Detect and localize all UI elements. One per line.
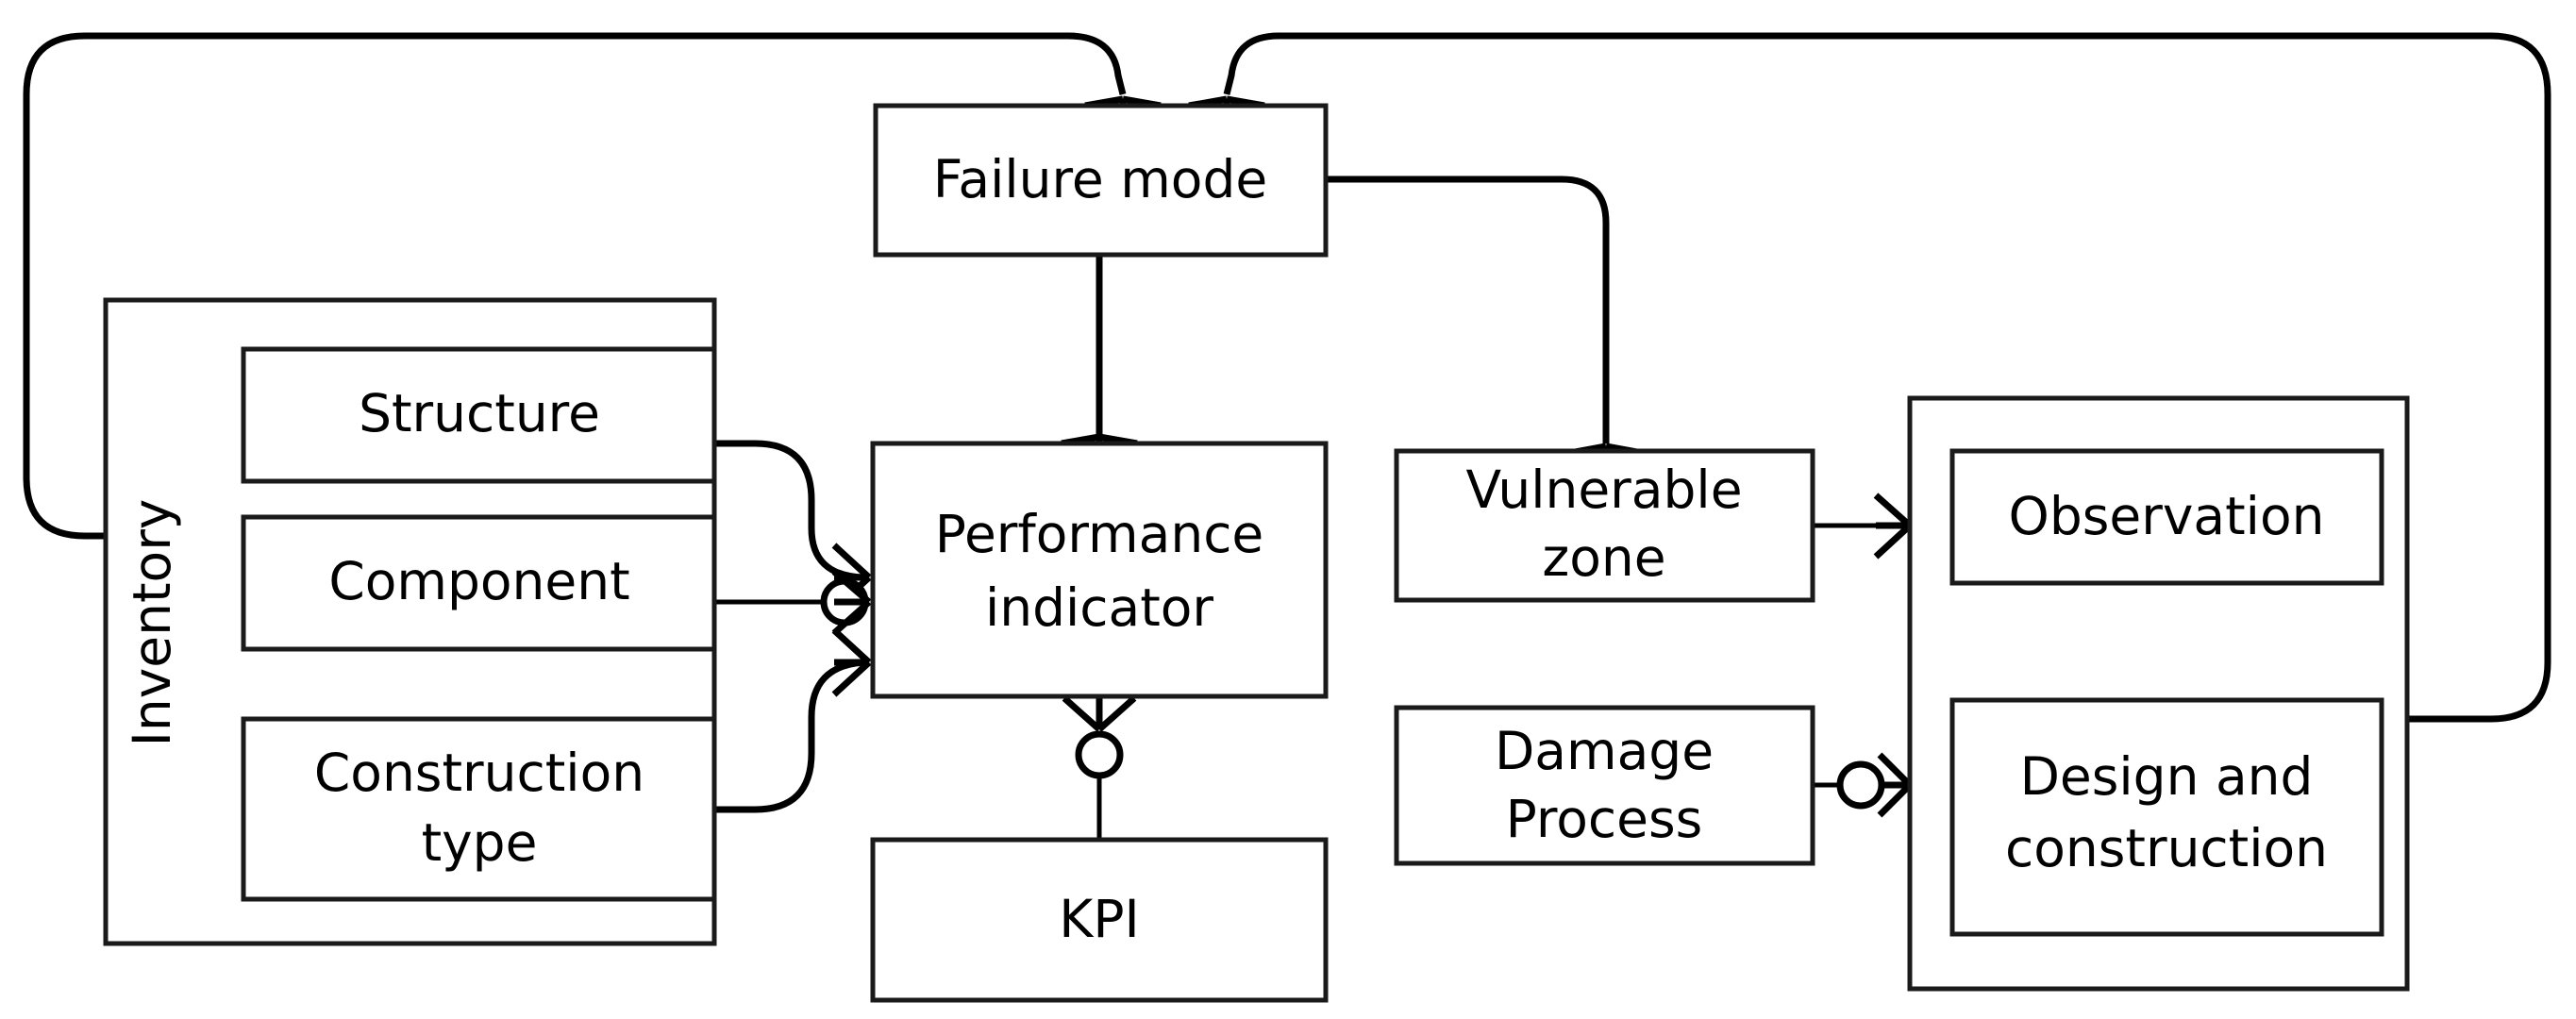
optionality-circle <box>1836 760 1885 810</box>
entity-observation-label: Observation <box>2009 486 2325 546</box>
link-observation-to-vulnerable-zone <box>1813 493 1913 560</box>
group-right <box>1907 395 2410 992</box>
entity-design-and-construction-label-line1: Design and <box>2020 746 2314 807</box>
entity-component-label: Component <box>328 551 629 611</box>
entity-construction-type-label-line2: type <box>422 812 538 873</box>
entity-structure-label: Structure <box>359 383 600 443</box>
entity-kpi-label: KPI <box>1059 889 1139 949</box>
entity-construction-type[interactable]: Construction type <box>241 716 717 902</box>
entity-vulnerable-zone[interactable]: Vulnerable zone <box>1394 448 1815 603</box>
entity-observation[interactable]: Observation <box>1949 448 2384 586</box>
group-inventory-label: Inventory <box>122 499 182 747</box>
link-component-to-performance-indicator <box>714 569 872 636</box>
optionality-circle <box>1075 730 1124 779</box>
link-performance-indicator-to-kpi <box>1062 695 1137 840</box>
link-construction-type-to-performance-indicator <box>714 627 872 813</box>
entity-design-and-construction-label-line2: construction <box>2005 818 2328 878</box>
entity-design-and-construction[interactable]: Design and construction <box>1949 697 2384 937</box>
entity-performance-indicator[interactable]: Performance indicator <box>870 441 1329 699</box>
link-failure-mode-to-vulnerable-zone <box>1326 175 1643 457</box>
entity-kpi[interactable]: KPI <box>870 837 1329 1003</box>
entity-component[interactable]: Component <box>241 514 717 652</box>
entity-construction-type-label-line1: Construction <box>314 743 644 803</box>
link-right-group-to-failure-mode <box>1188 32 2551 723</box>
entity-vulnerable-zone-label-line1: Vulnerable <box>1465 459 1742 520</box>
entity-damage-process-label-line1: Damage <box>1495 721 1714 781</box>
entity-performance-indicator-label-line1: Performance <box>935 504 1264 564</box>
entity-failure-mode-label: Failure mode <box>933 149 1267 209</box>
group-inventory: Inventory <box>103 297 717 946</box>
entity-vulnerable-zone-label-line2: zone <box>1542 527 1665 588</box>
entity-performance-indicator-label-line2: indicator <box>985 577 1213 638</box>
entity-failure-mode[interactable]: Failure mode <box>873 103 1329 258</box>
entity-damage-process[interactable]: Damage Process <box>1394 705 1815 866</box>
entity-structure[interactable]: Structure <box>241 346 717 484</box>
link-design-construction-to-damage-process <box>1813 752 1913 818</box>
entity-damage-process-label-line2: Process <box>1506 789 1703 849</box>
link-failure-mode-to-performance-indicator <box>1061 255 1138 447</box>
